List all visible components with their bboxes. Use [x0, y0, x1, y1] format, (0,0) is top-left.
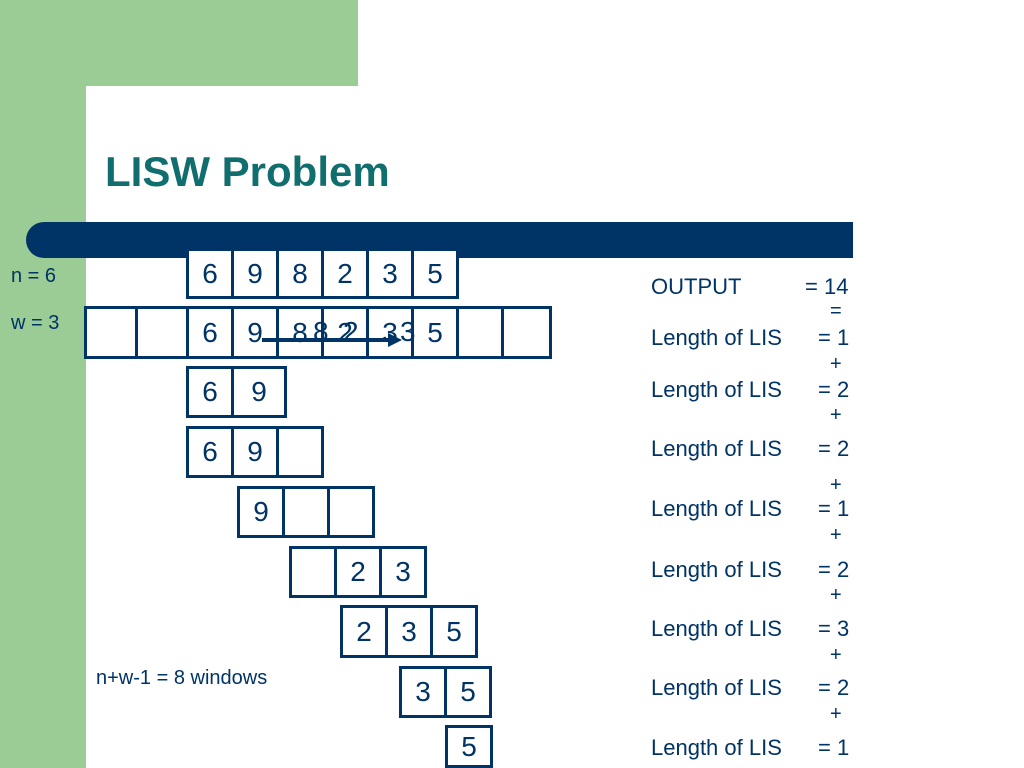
window-cell: 5 — [444, 666, 492, 718]
sequence-cell: 8 — [276, 251, 324, 299]
window-cell: 2 — [340, 605, 388, 658]
window-cell — [276, 426, 324, 478]
lis-label: Length of LIS — [651, 325, 782, 350]
padded-cell: 6 — [186, 306, 234, 359]
window-cell: 5 — [445, 725, 493, 768]
window-cell: 3 — [385, 605, 433, 658]
windows-note: n+w-1 = 8 windows — [96, 667, 268, 689]
lis-value: = 1 — [818, 325, 850, 350]
lis-value: = 2 — [818, 377, 850, 402]
lis-label: Length of LIS — [651, 616, 782, 641]
output-label: OUTPUT — [651, 274, 742, 299]
sequence-cell: 5 — [411, 251, 459, 299]
green-sidebar — [0, 0, 86, 768]
lis-label: Length of LIS — [651, 675, 782, 700]
slide-title: LISW Problem — [105, 148, 390, 195]
plus-operator: + — [830, 584, 842, 606]
window-cell — [289, 546, 337, 598]
lis-label: Length of LIS — [651, 496, 782, 521]
window-cell: 9 — [237, 486, 285, 538]
window-row: 2 3 — [289, 546, 427, 598]
padded-cell: 9 — [231, 306, 279, 359]
plus-operator: + — [830, 474, 842, 496]
window-cell: 6 — [186, 426, 234, 478]
lis-value: = 2 — [818, 557, 850, 582]
lis-value: = 2 — [818, 436, 850, 461]
param-n: n = 6 — [11, 265, 57, 287]
window-cell: 6 — [186, 366, 234, 418]
green-top-block — [0, 0, 358, 86]
window-cell: 3 — [399, 666, 447, 718]
plus-operator: + — [830, 703, 842, 725]
param-w: w = 3 — [11, 312, 60, 334]
padded-cell: 2 — [321, 306, 369, 359]
plus-operator: + — [830, 524, 842, 546]
window-cell: 3 — [379, 546, 427, 598]
padded-cell — [501, 306, 552, 359]
window-row: 2 3 5 — [340, 605, 478, 658]
padded-cell — [84, 306, 138, 359]
plus-operator: + — [830, 644, 842, 666]
sequence-cell: 3 — [366, 251, 414, 299]
window-cell — [327, 486, 375, 538]
window-row: 6 9 — [186, 426, 324, 478]
ghost-digit: 2 — [343, 316, 359, 347]
lis-value: = 1 — [818, 735, 850, 760]
lis-label: Length of LIS — [651, 557, 782, 582]
sequence-cell: 9 — [231, 251, 279, 299]
padded-cell — [135, 306, 189, 359]
output-value: = 14 — [805, 274, 849, 299]
window-cell — [282, 486, 330, 538]
window-cell: 9 — [231, 426, 279, 478]
lis-label: Length of LIS — [651, 377, 782, 402]
lis-value: = 3 — [818, 616, 850, 641]
padded-cell: 5 — [411, 306, 459, 359]
window-row: 3 5 — [399, 666, 492, 718]
window-row: 5 — [445, 725, 493, 768]
window-cell: 9 — [231, 366, 287, 418]
plus-operator: + — [830, 353, 842, 375]
padded-cell — [456, 306, 504, 359]
lis-label: Length of LIS — [651, 735, 782, 760]
ghost-digit: 8 — [313, 316, 329, 347]
window-row: 6 9 — [186, 366, 287, 418]
window-row: 9 — [237, 486, 375, 538]
sequence-cell: 6 — [186, 251, 234, 299]
sequence-cell: 2 — [321, 251, 369, 299]
window-cell: 2 — [334, 546, 382, 598]
equals-operator: = — [830, 300, 842, 322]
sequence-row: 6 9 8 2 3 5 — [186, 251, 459, 299]
lis-value: = 2 — [818, 675, 850, 700]
plus-operator: + — [830, 404, 842, 426]
window-cell: 5 — [430, 605, 478, 658]
padded-sequence-row: 6 9 8 2 3 5 — [84, 306, 552, 359]
ghost-digit: 3 — [400, 316, 416, 347]
lis-value: = 1 — [818, 496, 850, 521]
lis-label: Length of LIS — [651, 436, 782, 461]
